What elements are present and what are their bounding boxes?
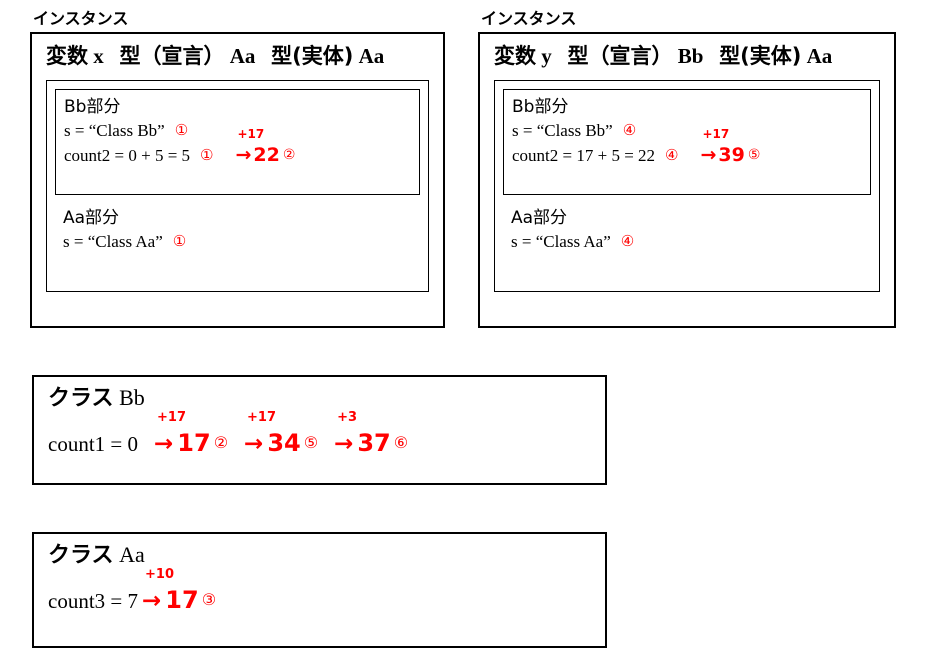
field-s-bb-y-text: s = “Class Bb” [512,121,613,140]
transition-count2-bb-x-marker: ② [282,147,296,163]
transition-count1-1-marker: ② [213,433,229,452]
part-title-bb-y-text: Bb部分 [512,97,569,117]
field-s-aa-x-text: s = “Class Aa” [63,232,163,251]
transition-count2-bb-x-arrow: → [235,144,252,166]
object-body-y: Bb部分 s = “Class Bb” ④ count2 = 17 + 5 = 2… [494,80,880,292]
instance-decl-type-y: Bb [677,44,704,68]
transition-count1-1-arrow: → [154,431,174,457]
field-count2-bb-y-marker: ④ [665,146,679,164]
instance-caption-left: インスタンス [33,9,129,28]
field-s-bb-x-text: s = “Class Bb” [64,121,165,140]
instance-box-y: 変数 y 型（宣言） Bb 型(実体) Aa Bb部分 s = “Class B… [478,32,896,328]
instance-actual-label-x: 型(実体) [271,44,354,68]
transition-count1-3-delta: +3 [337,410,358,425]
transition-count3-1-delta: +10 [145,567,174,582]
part-bb-y: Bb部分 s = “Class Bb” ④ count2 = 17 + 5 = 2… [503,89,871,195]
field-s-aa-y-marker: ④ [620,232,635,250]
part-title-bb-x-text: Bb部分 [64,97,121,117]
part-aa-y: Aa部分 s = “Class Aa” ④ [503,207,871,260]
object-body-x: Bb部分 s = “Class Bb” ① count2 = 0 + 5 = 5 ①… [46,80,429,292]
transition-count3-1-arrow: → [142,588,162,614]
instance-header-x: 変数 x 型（宣言） Aa 型(実体) Aa [46,44,443,68]
class-title-bb-name: Bb [119,385,145,410]
transition-count1-3-marker: ⑥ [393,433,409,452]
transition-count1-3-arrow: → [334,431,354,457]
transition-count1-2-arrow: → [244,431,264,457]
transition-count2-bb-y-value: 39 [718,144,745,166]
instance-var-label-x: 変数 [46,44,88,68]
instance-decl-type-x: Aa [229,44,256,68]
transition-count2-bb-x-delta: +17 [237,127,265,141]
part-title-aa-x-text: Aa部分 [63,208,120,228]
instance-box-x: 変数 x 型（宣言） Aa 型(実体) Aa Bb部分 s = “Class B… [30,32,445,328]
instance-actual-type-x: Aa [358,44,385,68]
transition-count3-1-marker: ③ [201,590,217,609]
transition-count1-2-delta: +17 [247,410,277,425]
class-line-count3-expr: count3 = 7 [48,589,138,613]
field-s-bb-y-marker: ④ [622,121,637,139]
instance-caption-right: インスタンス [481,9,577,28]
transition-count1-2-marker: ⑤ [303,433,319,452]
class-title-aa-jp: クラス [48,543,114,568]
transition-count1-3-value: 37 [357,429,391,457]
field-count2-bb-x-text: count2 = 0 + 5 = 5 [64,146,191,165]
instance-var-name-x: x [93,44,104,68]
transition-count2-bb-x-value: 22 [253,144,280,166]
class-line-count1-expr: count1 = 0 [48,432,138,456]
instance-var-label-y: 変数 [494,44,536,68]
class-title-aa-name: Aa [119,542,145,567]
field-s-bb-x: s = “Class Bb” ① [64,118,411,143]
field-s-aa-x: s = “Class Aa” ① [63,229,412,254]
transition-count1-1-value: 17 [177,429,211,457]
part-title-aa-y: Aa部分 [511,207,863,229]
field-s-aa-y-text: s = “Class Aa” [511,232,611,251]
field-s-bb-y: s = “Class Bb” ④ [512,118,862,143]
field-s-aa-x-marker: ① [172,232,187,250]
class-title-bb-jp: クラス [48,386,114,411]
part-title-bb-x: Bb部分 [64,96,411,118]
part-title-aa-y-text: Aa部分 [511,208,568,228]
part-bb-x: Bb部分 s = “Class Bb” ① count2 = 0 + 5 = 5 ①… [55,89,420,195]
instance-var-name-y: y [541,44,552,68]
instance-decl-label-y: 型（宣言） [567,44,673,68]
field-count2-bb-x-marker: ① [200,146,214,164]
instance-decl-label-x: 型（宣言） [119,44,225,68]
instance-actual-label-y: 型(実体) [719,44,802,68]
instance-header-y: 変数 y 型（宣言） Bb 型(実体) Aa [494,44,894,68]
part-aa-x: Aa部分 s = “Class Aa” ① [55,207,420,260]
transition-count2-bb-y-arrow: → [700,144,717,166]
class-title-aa: クラス Aa [48,542,605,569]
transition-count2-bb-y-delta: +17 [702,127,730,141]
field-s-bb-x-marker: ① [174,121,189,139]
transition-count2-bb-y-marker: ⑤ [747,147,761,163]
field-s-aa-y: s = “Class Aa” ④ [511,229,863,254]
field-count2-bb-y-text: count2 = 17 + 5 = 22 [512,146,656,165]
instance-actual-type-y: Aa [806,44,833,68]
class-title-bb: クラス Bb [48,385,605,412]
transition-count3-1-value: 17 [165,586,199,614]
part-title-bb-y: Bb部分 [512,96,862,118]
part-title-aa-x: Aa部分 [63,207,412,229]
transition-count1-1-delta: +17 [157,410,186,425]
transition-count1-2-value: 34 [267,429,301,457]
